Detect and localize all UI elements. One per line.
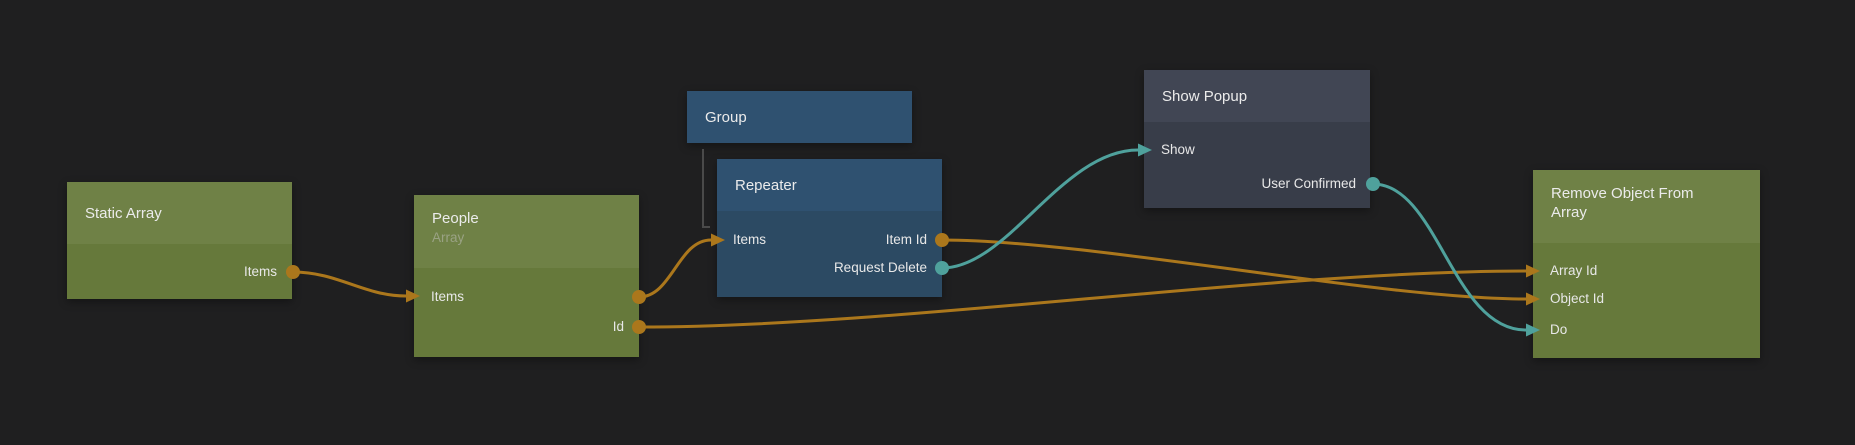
port-id-output[interactable]: Id (612, 319, 624, 334)
node-subtitle: Array (432, 230, 465, 245)
wire-people-items-to-repeater-items[interactable] (637, 238, 713, 299)
port-user-confirmed-output[interactable]: User Confirmed (1261, 176, 1356, 191)
port-items-input[interactable]: Items (733, 232, 767, 247)
port-array-id-input[interactable]: Array Id (1550, 263, 1598, 278)
wire-showpopup-userconfirmed-to-remove-do[interactable] (1371, 182, 1528, 332)
node-header: Show Popup (1144, 70, 1370, 122)
port-items-input[interactable]: Items (431, 289, 465, 304)
node-body: Items Item Id Request Delete (717, 211, 942, 297)
node-header: Group (687, 91, 912, 143)
port-show-input[interactable]: Show (1161, 142, 1195, 157)
node-header: Static Array (67, 182, 292, 244)
node-title: Group (705, 108, 747, 126)
wire-repeater-requestdelete-to-showpopup-show[interactable] (940, 148, 1140, 270)
hierarchy-line-group-repeater (702, 149, 710, 228)
node-header: People Array (414, 195, 639, 268)
node-title: People (432, 210, 479, 227)
port-object-id-input[interactable]: Object Id (1550, 291, 1605, 306)
node-body: Items (67, 244, 292, 299)
node-remove-object-from-array[interactable]: Remove Object From Array Array Id Object… (1533, 170, 1760, 358)
node-body: Array Id Object Id Do (1533, 243, 1760, 358)
wire-repeater-itemid-to-remove-objectid[interactable] (940, 238, 1528, 301)
node-show-popup[interactable]: Show Popup Show User Confirmed (1144, 70, 1370, 208)
node-title: Repeater (735, 176, 797, 194)
node-title: Show Popup (1162, 87, 1248, 105)
node-static-array[interactable]: Static Array Items (67, 182, 292, 299)
node-header: Remove Object From Array (1533, 170, 1760, 243)
node-title: Static Array (85, 204, 162, 222)
port-item-id-output[interactable]: Item Id (885, 232, 927, 247)
node-title: Remove Object From Array (1551, 185, 1694, 221)
node-repeater[interactable]: Repeater Items Item Id Request Delete (717, 159, 942, 297)
port-items-output[interactable]: Items (243, 264, 277, 279)
node-body: Items Id (414, 268, 639, 357)
wire-staticarray-items-to-people-items[interactable] (291, 270, 408, 298)
port-do-input[interactable]: Do (1550, 322, 1568, 337)
node-body: Show User Confirmed (1144, 122, 1370, 208)
port-request-delete-output[interactable]: Request Delete (833, 260, 927, 275)
node-people[interactable]: People Array Items Id (414, 195, 639, 357)
node-header: Repeater (717, 159, 942, 211)
node-group[interactable]: Group (687, 91, 912, 143)
